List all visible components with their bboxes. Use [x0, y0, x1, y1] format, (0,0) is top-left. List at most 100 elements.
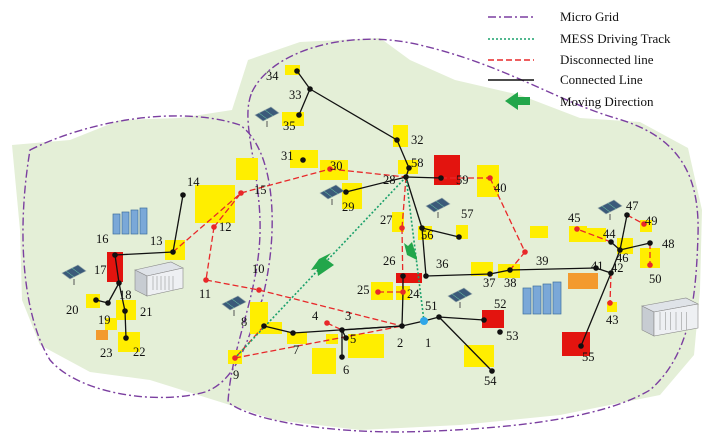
bus-node	[394, 137, 400, 143]
solar-panel-icon	[61, 264, 87, 285]
node-label: 39	[536, 254, 549, 268]
bus-node	[211, 224, 217, 230]
bus-node	[400, 289, 406, 295]
legend: Micro Grid MESS Driving Track Disconnect…	[488, 9, 671, 110]
node-label: 9	[233, 368, 239, 382]
node-label: 40	[494, 181, 507, 195]
node-label: 51	[425, 299, 438, 313]
bus-node	[497, 329, 503, 335]
bus-node	[232, 355, 238, 361]
bus-node	[296, 112, 302, 118]
disconnected-line	[401, 227, 404, 293]
bus-node	[123, 335, 129, 341]
load-block-orange	[96, 330, 108, 340]
bus-node	[608, 239, 614, 245]
connected-line	[124, 310, 127, 339]
node-label: 48	[662, 237, 675, 251]
bus-node	[290, 330, 296, 336]
node-label: 45	[568, 211, 581, 225]
node-label: 6	[343, 363, 349, 377]
bus-node	[400, 273, 406, 279]
disconnected-line	[172, 192, 242, 253]
node-label: 21	[140, 305, 153, 319]
node-label: 36	[436, 257, 449, 271]
node-label: 23	[100, 346, 113, 360]
node-label: 34	[266, 69, 279, 83]
bus-node	[300, 157, 306, 163]
bus-node	[180, 192, 186, 198]
bus-node	[487, 271, 493, 277]
bus-node	[522, 249, 528, 255]
bus-node	[423, 273, 429, 279]
bus-node	[261, 323, 267, 329]
node-label: 57	[461, 207, 474, 221]
connected-line	[114, 251, 174, 256]
connected-line	[580, 272, 612, 347]
node-label: 47	[626, 199, 639, 213]
bus-node	[116, 280, 122, 286]
connected-line	[421, 227, 460, 238]
bus-node	[607, 300, 613, 306]
disconnected-line	[258, 289, 403, 327]
bus-node	[112, 252, 118, 258]
connected-line	[489, 269, 511, 275]
bus-node	[436, 314, 442, 320]
service-region	[12, 38, 702, 430]
bus-node	[339, 354, 345, 360]
node-label: 25	[357, 283, 370, 297]
node-label: 10	[252, 262, 265, 276]
disconnected-line	[213, 192, 242, 228]
node-label: 19	[98, 313, 111, 327]
load-block	[471, 262, 493, 276]
node-label: 33	[289, 88, 302, 102]
node-label: 27	[380, 213, 393, 227]
moving-direction-arrow	[404, 242, 417, 260]
node-label: 30	[330, 159, 343, 173]
bus-node	[406, 165, 412, 171]
node-label: 15	[254, 183, 267, 197]
bus-node	[419, 225, 425, 231]
node-label: 28	[383, 173, 396, 187]
bus-node	[647, 240, 653, 246]
bus-node	[608, 270, 614, 276]
moving-direction-arrow	[311, 253, 334, 276]
legend-disconnected-label: Disconnected line	[560, 52, 654, 67]
connected-line	[396, 139, 410, 169]
bus-node	[122, 308, 128, 314]
legend-connected-label: Connected Line	[560, 72, 643, 87]
load-block-orange	[568, 273, 598, 289]
node-label: 46	[616, 251, 629, 265]
load-block	[371, 282, 393, 300]
data-center-icon	[134, 261, 184, 297]
disconnected-line	[609, 272, 612, 304]
load-block	[236, 158, 258, 180]
node-label: 7	[293, 343, 299, 357]
disconnected-line	[489, 177, 526, 253]
connected-line	[425, 273, 491, 277]
solar-panel-icon	[597, 199, 623, 220]
load-block	[348, 334, 384, 358]
node-label: 50	[649, 272, 662, 286]
connected-line	[438, 316, 493, 372]
node-label: 18	[119, 288, 132, 302]
bus-node	[574, 226, 580, 232]
nodes-layer	[93, 68, 653, 374]
bus-node	[403, 174, 409, 180]
node-label: 4	[312, 309, 319, 323]
node-label: 14	[187, 175, 200, 189]
node-label: 5	[350, 332, 356, 346]
bus-node	[339, 327, 345, 333]
disconnected-line	[626, 214, 645, 225]
node-label: 13	[150, 234, 163, 248]
bus-node	[438, 175, 444, 181]
node-label: 35	[283, 119, 296, 133]
connected-line	[509, 267, 597, 271]
node-label: 42	[611, 261, 624, 275]
battery-rack-icon	[112, 207, 148, 235]
load-block	[105, 318, 117, 330]
legend-direction-label: Moving Direction	[560, 94, 654, 109]
legend-mess-label: MESS Driving Track	[560, 31, 671, 46]
node-label: 8	[241, 315, 247, 329]
bus-node	[487, 175, 493, 181]
